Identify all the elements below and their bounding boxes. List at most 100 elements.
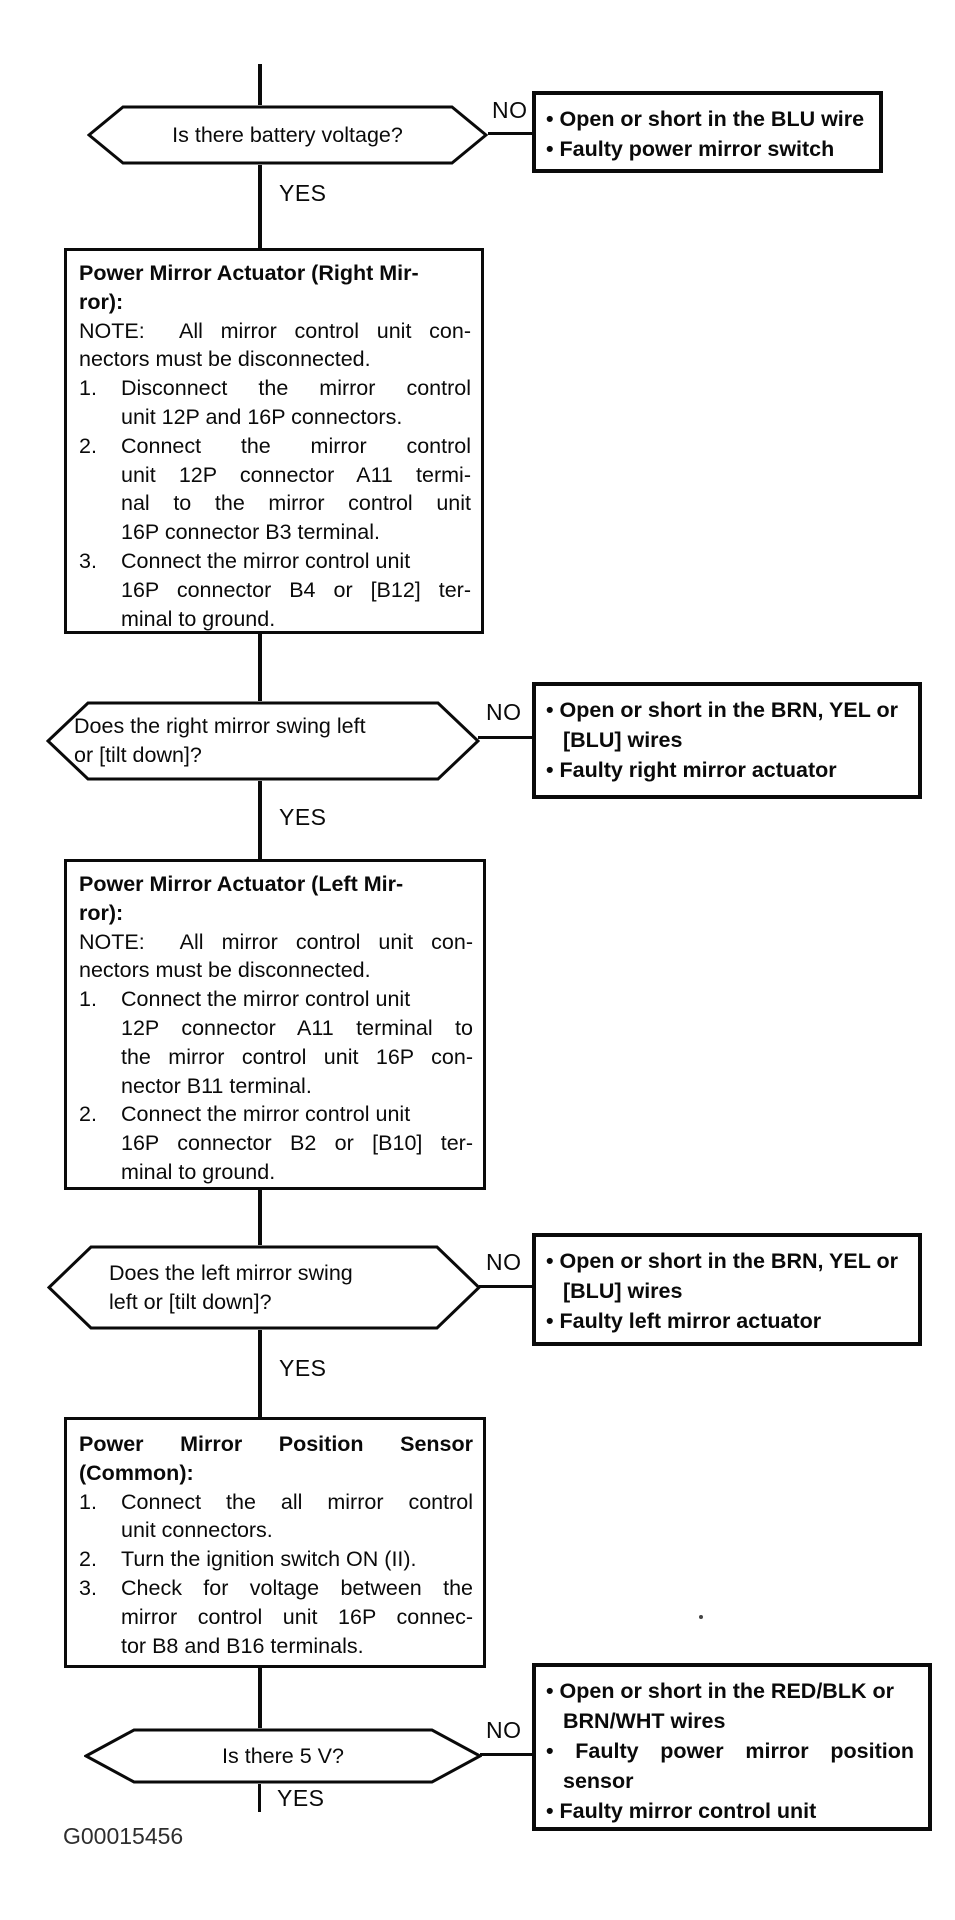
step-text: the mirror control unit 16P con-	[121, 1044, 473, 1069]
procedure-step: 2. Connect the mirror control unit	[79, 1100, 473, 1129]
result-line: • Open or short in the BRN, YEL or	[546, 1249, 898, 1273]
result-box-position-sensor: • Open or short in the RED/BLK or BRN/WH…	[532, 1663, 932, 1831]
procedure-title: Power Mirror Actuator (Right Mir-	[79, 261, 419, 285]
connector-line-yes	[258, 781, 262, 859]
figure-id: G00015456	[63, 1823, 184, 1849]
procedure-step: 3. Connect the mirror control unit	[79, 547, 471, 576]
decision-text: left or [tilt down]?	[109, 1289, 272, 1314]
step-text: minal to ground.	[121, 1159, 276, 1184]
procedure-note: NOTE: All mirror control unit con-	[79, 318, 471, 343]
step-text: tor B8 and B16 terminals.	[121, 1633, 364, 1658]
connector-line-yes	[258, 1330, 262, 1417]
result-box-blu-wire: • Open or short in the BLU wire • Faulty…	[532, 91, 883, 173]
step-number: 2.	[79, 1102, 97, 1127]
connector-line-no	[479, 1285, 532, 1288]
step-text: Turn the ignition switch ON (II).	[121, 1547, 417, 1572]
step-text: Connect the mirror control	[121, 433, 471, 458]
step-text: Connect the mirror control unit	[121, 987, 411, 1012]
procedure-step: 3. Check for voltage between the	[79, 1574, 473, 1603]
procedure-title: ror):	[79, 289, 124, 314]
step-number: 1.	[79, 987, 97, 1012]
step-text: 12P connector A11 terminal to	[121, 1015, 473, 1040]
yes-label: YES	[279, 180, 327, 206]
hexagon-outline	[84, 1728, 482, 1784]
decision-text: Is there 5 V?	[222, 1743, 344, 1768]
result-line: • Faulty left mirror actuator	[546, 1309, 822, 1333]
procedure-step: 2. Connect the mirror control	[79, 432, 471, 461]
step-number: 3.	[79, 1575, 97, 1600]
step-text: minal to ground.	[121, 606, 276, 631]
result-line: • Faulty power mirror position	[546, 1739, 914, 1763]
procedure-step: 1. Connect the mirror control unit	[79, 985, 473, 1014]
procedure-title: ror):	[79, 900, 124, 925]
procedure-box-position-sensor: Power Mirror Position Sensor (Common): 1…	[64, 1417, 486, 1668]
no-label: NO	[492, 97, 528, 123]
step-text: mirror control unit 16P connec-	[121, 1604, 473, 1629]
result-line: BRN/WHT wires	[563, 1709, 726, 1733]
procedure-note: NOTE: All mirror control unit con-	[79, 929, 473, 954]
step-text: nal to the mirror control unit	[121, 491, 471, 516]
stray-mark	[699, 1615, 703, 1619]
decision-text: Is there battery voltage?	[172, 122, 403, 147]
step-number: 3.	[79, 548, 97, 573]
no-label: NO	[486, 1249, 522, 1275]
connector-line-no	[478, 736, 532, 739]
step-text: 16P connector B3 terminal.	[121, 520, 380, 545]
step-text: unit 12P and 16P connectors.	[121, 404, 403, 429]
yes-label: YES	[277, 1785, 325, 1811]
step-text: Check for voltage between the	[121, 1575, 473, 1600]
decision-battery-voltage: Is there battery voltage?	[87, 105, 488, 165]
step-number: 1.	[79, 1489, 97, 1514]
decision-left-mirror-swing: Does the left mirror swing left or [tilt…	[47, 1245, 481, 1330]
hexagon-outline	[46, 701, 480, 781]
procedure-box-right-mirror-actuator: Power Mirror Actuator (Right Mir- ror): …	[64, 248, 484, 634]
step-text: nector B11 terminal.	[121, 1073, 312, 1098]
procedure-title: Power Mirror Actuator (Left Mir-	[79, 872, 404, 896]
connector-line	[258, 1668, 262, 1728]
procedure-title: Power Mirror Position Sensor	[79, 1432, 473, 1456]
yes-label: YES	[279, 1355, 327, 1381]
result-line: • Faulty right mirror actuator	[546, 758, 837, 782]
step-text: 16P connector B4 or [B12] ter-	[121, 577, 471, 602]
result-line: sensor	[563, 1769, 634, 1793]
procedure-title: (Common):	[79, 1460, 194, 1485]
procedure-box-left-mirror-actuator: Power Mirror Actuator (Left Mir- ror): N…	[64, 859, 486, 1190]
step-text: Connect the mirror control unit	[121, 548, 411, 573]
connector-line-yes	[258, 1784, 261, 1812]
connector-line	[258, 1190, 262, 1245]
result-line: • Faulty power mirror switch	[546, 137, 835, 161]
result-line: [BLU] wires	[563, 728, 683, 752]
step-text: unit connectors.	[121, 1518, 273, 1543]
no-label: NO	[486, 699, 522, 725]
procedure-step: 2. Turn the ignition switch ON (II).	[79, 1545, 473, 1574]
result-line: [BLU] wires	[563, 1279, 683, 1303]
result-line: • Open or short in the RED/BLK or	[546, 1679, 894, 1703]
result-box-right-actuator: • Open or short in the BRN, YEL or [BLU]…	[532, 682, 922, 799]
result-line: • Open or short in the BLU wire	[546, 107, 865, 131]
decision-text: or [tilt down]?	[74, 743, 202, 767]
yes-label: YES	[279, 804, 327, 830]
step-text: 16P connector B2 or [B10] ter-	[121, 1131, 473, 1156]
hexagon-outline	[87, 105, 488, 165]
procedure-note: nectors must be disconnected.	[79, 347, 371, 372]
result-line: • Open or short in the BRN, YEL or	[546, 698, 898, 722]
connector-line-no	[488, 132, 532, 135]
result-line: • Faulty mirror control unit	[546, 1799, 817, 1823]
connector-line	[258, 634, 262, 701]
decision-text: Does the right mirror swing left	[74, 714, 366, 738]
step-text: Disconnect the mirror control	[121, 376, 471, 401]
no-label: NO	[486, 1717, 522, 1743]
decision-5v: Is there 5 V?	[84, 1728, 482, 1784]
decision-text: Does the left mirror swing	[109, 1260, 353, 1285]
step-number: 1.	[79, 376, 97, 401]
step-text: Connect the mirror control unit	[121, 1102, 411, 1127]
procedure-step: 1. Disconnect the mirror control	[79, 374, 471, 403]
procedure-step: 1. Connect the all mirror control	[79, 1488, 473, 1517]
decision-right-mirror-swing: Does the right mirror swing left or [til…	[46, 701, 480, 781]
step-number: 2.	[79, 1547, 97, 1572]
step-number: 2.	[79, 433, 97, 458]
step-text: unit 12P connector A11 termi-	[121, 462, 471, 487]
connector-line-yes	[258, 165, 262, 248]
connector-line-no	[480, 1753, 532, 1756]
